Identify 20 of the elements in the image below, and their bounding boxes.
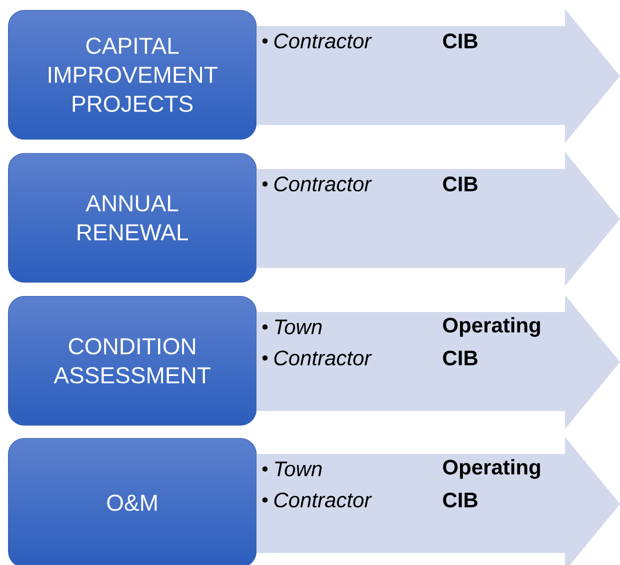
bullet-item: Contractor [274,492,372,508]
rounded-box: CAPITAL IMPROVEMENT PROJECTS [8,10,257,140]
bullet-item: Town [275,320,322,334]
arrow-shape [257,295,620,429]
rounded-box: CONDITION ASSESSMENT [8,296,257,426]
arrow-shape [257,9,620,143]
bullet-item: Contractor [274,350,372,366]
funding-label: Operating [443,459,540,479]
funding-label: CIB [443,492,478,508]
bullet-item: Contractor [274,176,372,192]
bullet-item: Contractor [274,34,372,48]
arrow-shape [257,437,620,565]
arrow-shape [257,152,620,286]
funding-label: CIB [443,34,478,48]
rounded-box: O&M [8,438,257,565]
rounded-box: ANNUAL RENEWAL [8,153,257,283]
funding-label: Operating [443,317,540,337]
bullet-item: Town [275,462,322,476]
funding-label: CIB [443,176,478,192]
funding-label: CIB [443,350,478,366]
